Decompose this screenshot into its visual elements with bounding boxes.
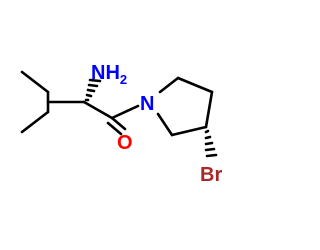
atom-label-amine: NH2	[91, 62, 127, 87]
bond-ring-c2-c3	[176, 76, 214, 94]
bond-methyl-lower	[20, 110, 50, 134]
atom-label-bromine: Br	[200, 164, 222, 186]
hashed-wedge-bond-bromine	[204, 129, 218, 158]
atom-label-oxygen: O	[117, 132, 133, 154]
bond-methyl-upper	[20, 70, 50, 94]
atom-label-ring-nitrogen: N	[140, 93, 154, 115]
bond-ring-c4-c5	[170, 125, 208, 137]
atom-label-amine-subscript: 2	[120, 72, 127, 87]
bond-carbonyl-double-1	[110, 116, 127, 131]
bond-carbonyl-to-ring-n	[110, 104, 140, 120]
bond-carbonyl-double-2	[106, 121, 123, 136]
bond-alpha-to-carbonyl	[82, 100, 114, 120]
bond-ring-c5-n	[156, 112, 174, 137]
structure-canvas: NH2 N O Br	[20, 62, 223, 186]
hashed-wedge-bond-amine	[84, 78, 102, 102]
bond-ring-n-c2	[158, 76, 180, 94]
bond-ring-c3-c4	[204, 90, 214, 129]
